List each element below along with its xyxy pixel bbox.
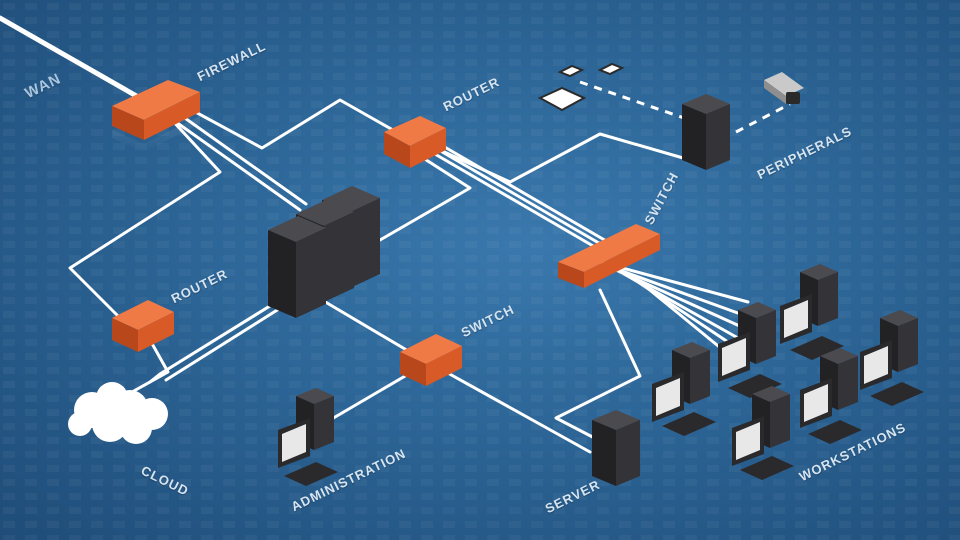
core-server-rack-icon[interactable]: [268, 186, 380, 318]
workstation-icon-5[interactable]: [652, 342, 716, 436]
switch-right-icon[interactable]: [558, 224, 660, 288]
tablet-icon[interactable]: [537, 86, 587, 112]
server-tower-icon[interactable]: [592, 410, 640, 486]
phone-icon-1[interactable]: [557, 64, 585, 78]
core-server-tower-1: [268, 216, 326, 318]
cable-switch-center-admin: [328, 370, 414, 422]
wireless-link-camera: [735, 102, 791, 134]
cable-router-left-cloud: [130, 338, 170, 394]
cable-router-top-switch: [426, 148, 602, 252]
cable-firewall-router-left: [68, 116, 222, 320]
workstation-icon-1[interactable]: [780, 264, 844, 360]
workstation-icon-3[interactable]: [860, 310, 924, 406]
cable-router-top-peripheral-switch: [438, 132, 692, 184]
wan-cable: [0, 15, 143, 101]
cable-firewall-core-b: [180, 114, 308, 206]
cable-router-top-switch-b: [430, 144, 606, 248]
camera-icon[interactable]: [764, 72, 804, 104]
peripheral-switch-tower-icon[interactable]: [682, 94, 730, 170]
router-left-icon[interactable]: [112, 300, 174, 352]
cable-router-top-switch-c: [434, 140, 610, 244]
switch-center-icon[interactable]: [400, 334, 462, 386]
workstation-icon-6[interactable]: [732, 386, 794, 480]
wireless-link-tablets: [579, 80, 685, 120]
router-top-icon[interactable]: [384, 116, 446, 168]
admin-workstation-icon[interactable]: [278, 388, 338, 486]
cables: [0, 15, 750, 454]
cable-core-switch-center: [320, 298, 412, 354]
workstation-icon-4[interactable]: [800, 348, 862, 444]
cable-switch-workstations-3: [614, 268, 746, 330]
firewall-icon[interactable]: [112, 80, 200, 152]
cable-switch-center-server: [444, 370, 592, 454]
cloud-icon[interactable]: [68, 382, 168, 444]
phone-icon-2[interactable]: [597, 62, 625, 76]
cable-switch-workstations-2: [606, 264, 748, 318]
cable-switch-right-server: [554, 288, 642, 446]
cable-router-top-core: [378, 154, 472, 242]
wireless-links: [579, 80, 791, 134]
cable-switch-workstations-6: [638, 280, 730, 356]
cable-core-router-left-b: [164, 300, 292, 382]
cable-switch-workstations-1: [598, 260, 750, 304]
cable-firewall-router-top: [186, 98, 402, 150]
cable-firewall-core: [174, 120, 302, 212]
workstations-cluster: [652, 264, 924, 480]
workstation-icon-2[interactable]: [718, 302, 782, 398]
